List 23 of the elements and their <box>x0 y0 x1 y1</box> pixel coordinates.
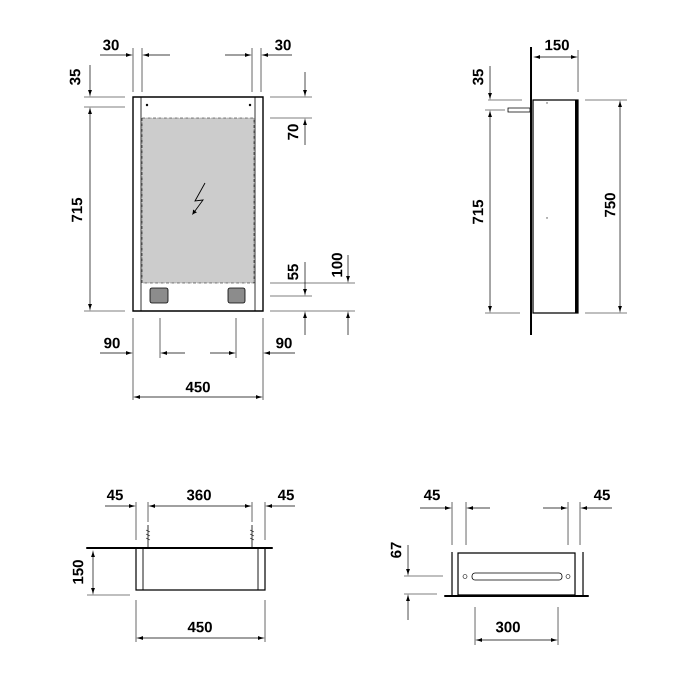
dimension-label: 750 <box>604 193 616 217</box>
dimension-label: 100 <box>332 253 342 277</box>
dimension-label: 360 <box>186 490 211 500</box>
dimension-label: 90 <box>104 338 120 348</box>
dimension-label: 35 <box>472 69 484 85</box>
dimension-label: 715 <box>72 198 82 222</box>
dimension-label: 70 <box>288 124 298 140</box>
dimension-label: 30 <box>275 40 291 50</box>
dimension-label: 67 <box>390 542 402 558</box>
dimension-label: 45 <box>594 490 610 500</box>
dimension-label: 450 <box>188 622 212 632</box>
dimension-label: 35 <box>70 69 80 85</box>
dimension-label: 715 <box>472 200 484 224</box>
dimension-label: 55 <box>288 264 298 280</box>
dimension-label: 150 <box>545 40 569 50</box>
dimension-label: 45 <box>424 490 440 500</box>
dimension-label: 300 <box>496 622 520 632</box>
dimension-label: 45 <box>106 490 123 500</box>
dimension-label: 450 <box>186 382 210 392</box>
dimension-label: 45 <box>278 490 294 500</box>
dimension-label: 90 <box>276 338 292 348</box>
dimension-label: 150 <box>72 560 84 584</box>
dimension-label: 30 <box>103 40 119 50</box>
